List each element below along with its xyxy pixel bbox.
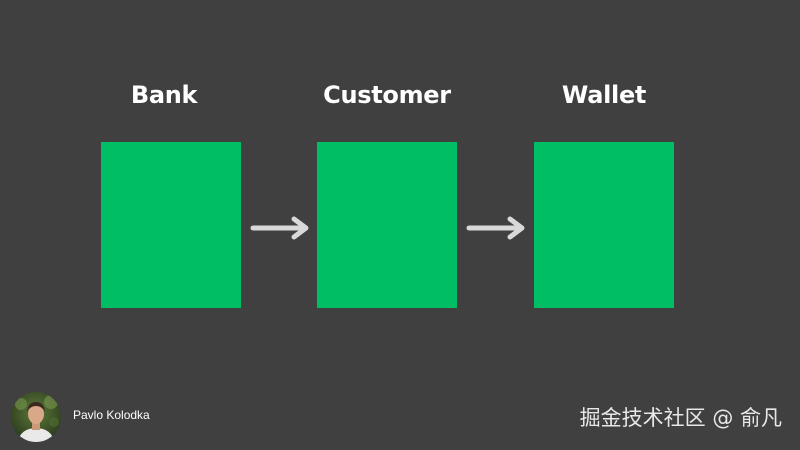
- author-name: Pavlo Kolodka: [73, 408, 150, 422]
- node-label-bank: Bank: [130, 81, 198, 109]
- arrow-customer-to-wallet: [466, 216, 525, 240]
- arrow-bank-to-customer: [250, 216, 309, 240]
- author-avatar: [11, 392, 61, 442]
- node-box-wallet: [534, 142, 674, 308]
- node-label-customer: Customer: [323, 81, 451, 109]
- node-label-wallet: Wallet: [561, 81, 647, 109]
- person-avatar-icon: [11, 392, 61, 442]
- node-box-bank: [101, 142, 241, 308]
- node-box-customer: [317, 142, 457, 308]
- watermark-text: 掘金技术社区 @ 俞凡: [579, 406, 782, 430]
